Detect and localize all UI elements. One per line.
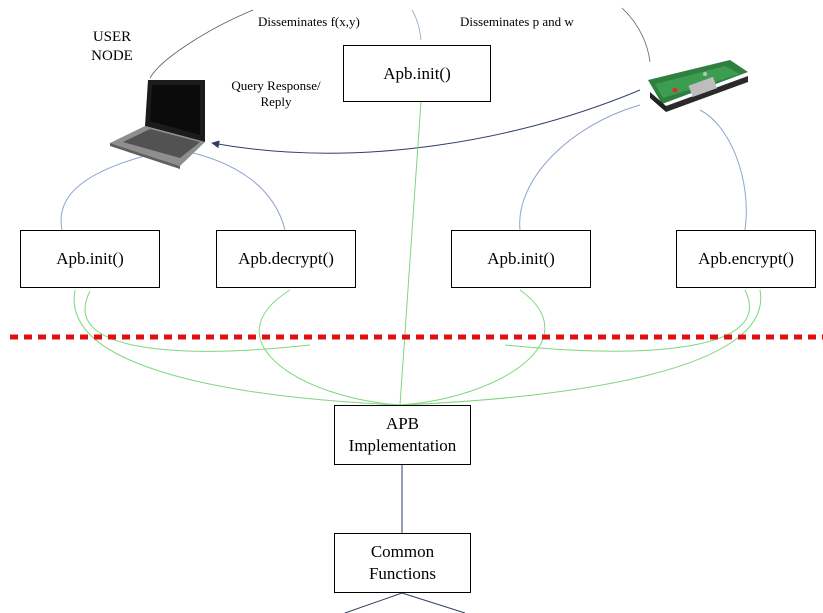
user-apb-decrypt-text: Apb.decrypt() xyxy=(238,249,334,268)
link-sensor-init xyxy=(519,104,641,231)
apb-implementation-line1: APB xyxy=(385,414,420,433)
green-user-decrypt-loop xyxy=(258,289,401,406)
green-user-init-loop xyxy=(84,290,311,352)
disseminates-p-label: Disseminates p and w xyxy=(460,14,574,29)
laptop-icon xyxy=(110,80,205,169)
top-arc-right xyxy=(621,7,651,63)
green-sensor-init-loop xyxy=(399,289,546,406)
link-user-init xyxy=(60,151,161,231)
sensor-apb-encrypt-box: Apb.encrypt() xyxy=(676,230,816,288)
link-user-decrypt xyxy=(179,149,286,231)
user-apb-decrypt-box: Apb.decrypt() xyxy=(216,230,356,288)
top-arc-center xyxy=(411,9,422,41)
user-apb-init-text: Apb.init() xyxy=(56,249,124,268)
green-outer-left xyxy=(73,289,401,406)
link-sensor-encrypt xyxy=(699,109,747,231)
user-node-line2: NODE xyxy=(91,48,133,64)
query-response-line1: Query Response/ xyxy=(231,78,321,93)
disseminates-f-label: Disseminates f(x,y) xyxy=(258,14,360,29)
user-apb-init-box: Apb.init() xyxy=(20,230,160,288)
green-outer-right xyxy=(399,289,762,406)
common-functions-line1: Common xyxy=(370,542,435,561)
sensor-board-icon xyxy=(648,60,748,112)
link-common-left-branch xyxy=(344,592,403,613)
query-response-arrow xyxy=(211,89,641,154)
common-functions-line2: Functions xyxy=(368,564,437,583)
sensor-apb-init-box: Apb.init() xyxy=(451,230,591,288)
apb-implementation-line2: Implementation xyxy=(348,436,457,455)
apb-implementation-box: APB Implementation xyxy=(334,405,471,465)
user-node-label: USER NODE xyxy=(82,28,142,66)
sensor-apb-encrypt-text: Apb.encrypt() xyxy=(698,249,794,268)
user-node-line1: USER xyxy=(92,29,132,45)
common-functions-box: Common Functions xyxy=(334,533,471,593)
green-sensor-encrypt-loop xyxy=(504,289,750,352)
top-apb-init-box: Apb.init() xyxy=(343,45,491,102)
top-arc-left xyxy=(149,9,254,79)
top-apb-init-text: Apb.init() xyxy=(383,63,451,83)
sensor-apb-init-text: Apb.init() xyxy=(487,249,555,268)
link-common-right-branch xyxy=(401,592,466,613)
query-response-label: Query Response/ Reply xyxy=(226,78,326,110)
green-top-init-to-apb xyxy=(399,100,422,406)
query-response-line2: Reply xyxy=(260,94,292,109)
